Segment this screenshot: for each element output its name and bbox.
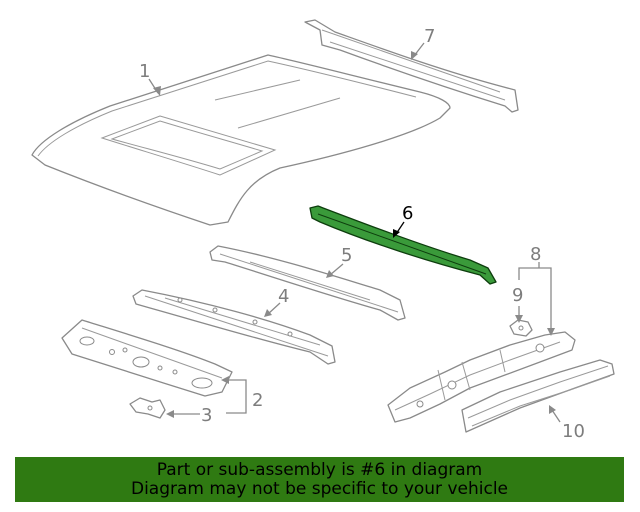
clip-part[interactable] xyxy=(509,319,533,337)
rear-header-part[interactable] xyxy=(304,19,519,113)
callout-6: 6 xyxy=(402,203,413,224)
callout-9: 9 xyxy=(512,285,523,306)
callout-10: 10 xyxy=(562,421,585,442)
callout-5: 5 xyxy=(341,245,352,266)
part-info-banner: Part or sub-assembly is #6 in diagram Di… xyxy=(15,457,624,502)
side-rail-outer-part[interactable] xyxy=(461,359,615,433)
leader-lines xyxy=(148,42,561,423)
roof-bow-part[interactable] xyxy=(132,289,336,365)
callout-3: 3 xyxy=(201,405,212,426)
bracket-part[interactable] xyxy=(129,397,166,419)
roof-rail-reinforcement-part-6[interactable] xyxy=(309,205,497,285)
banner-line-2: Diagram may not be specific to your vehi… xyxy=(130,478,508,499)
callout-7: 7 xyxy=(424,26,435,47)
callout-8: 8 xyxy=(530,244,541,265)
front-header-lower-part[interactable] xyxy=(61,319,233,397)
banner-line-1: Part or sub-assembly is #6 in diagram xyxy=(156,459,483,480)
callout-1: 1 xyxy=(139,61,150,82)
side-rail-inner-part[interactable] xyxy=(387,331,576,423)
roof-panel-part[interactable] xyxy=(31,54,451,226)
callout-4: 4 xyxy=(278,286,289,307)
parts-diagram: 1 7 6 5 4 2 3 8 9 10 xyxy=(31,19,615,442)
front-header-upper-part[interactable] xyxy=(209,245,406,321)
callout-2: 2 xyxy=(252,390,263,411)
